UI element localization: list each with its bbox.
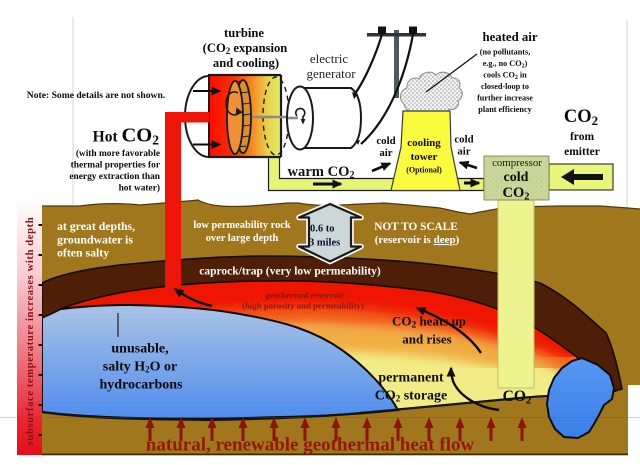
svg-text:0.6 to: 0.6 to <box>310 224 335 235</box>
svg-text:energy extraction than: energy extraction than <box>69 172 160 182</box>
svg-text:thermal properties for: thermal properties for <box>71 161 160 171</box>
svg-text:(high porosity and permeabilit: (high porosity and permeability) <box>242 301 364 311</box>
svg-text:hydrocarbons: hydrocarbons <box>100 378 184 393</box>
svg-text:further increase: further increase <box>477 94 533 103</box>
svg-text:3 miles: 3 miles <box>309 238 340 249</box>
svg-text:heated air: heated air <box>482 30 537 44</box>
svg-text:turbine: turbine <box>224 26 264 40</box>
svg-text:e.g., no CO2): e.g., no CO2) <box>483 59 528 70</box>
svg-text:air: air <box>457 146 470 158</box>
svg-text:geothermal reservoir: geothermal reservoir <box>266 290 345 300</box>
svg-text:cold: cold <box>504 170 529 185</box>
svg-text:(no pollutants,: (no pollutants, <box>480 48 531 57</box>
svg-text:CO2: CO2 <box>564 107 598 128</box>
svg-text:subsurface temperature increas: subsurface temperature increases with de… <box>25 217 36 445</box>
svg-text:from: from <box>570 131 594 143</box>
svg-text:CO2 storage: CO2 storage <box>375 389 448 404</box>
svg-text:CO2: CO2 <box>503 388 532 407</box>
svg-text:CO2: CO2 <box>503 185 530 203</box>
svg-text:cooling: cooling <box>407 137 441 149</box>
svg-text:closed-loop to: closed-loop to <box>481 82 529 91</box>
svg-text:NOT TO SCALE: NOT TO SCALE <box>374 221 458 233</box>
svg-text:electric: electric <box>310 51 348 66</box>
svg-text:over large depth: over large depth <box>206 233 279 244</box>
svg-text:(with more favorable: (with more favorable <box>76 148 160 159</box>
svg-text:permanent: permanent <box>378 371 444 386</box>
svg-text:generator: generator <box>306 66 356 81</box>
svg-text:hot water): hot water) <box>119 183 160 194</box>
svg-text:cold: cold <box>454 134 473 146</box>
svg-text:Note: Some details are not sho: Note: Some details are not shown. <box>27 90 165 101</box>
svg-text:and rises: and rises <box>402 332 451 347</box>
svg-text:Hot CO2: Hot CO2 <box>93 125 160 148</box>
svg-text:often salty: often salty <box>57 246 109 260</box>
svg-text:at great depths,: at great depths, <box>57 219 135 233</box>
svg-text:salty H2O or: salty H2O or <box>103 360 178 375</box>
svg-text:CO2 heats up: CO2 heats up <box>392 314 466 331</box>
svg-text:warm CO2: warm CO2 <box>287 164 354 181</box>
svg-text:caprock/trap (very low permeab: caprock/trap (very low permeability) <box>199 266 381 278</box>
svg-text:plant efficiency: plant efficiency <box>478 105 532 114</box>
svg-text:emitter: emitter <box>564 146 600 158</box>
svg-text:unusable,: unusable, <box>111 342 168 357</box>
svg-text:cools CO2 in: cools CO2 in <box>483 71 527 82</box>
svg-text:cold: cold <box>376 135 395 147</box>
svg-text:(Optional): (Optional) <box>406 166 442 175</box>
svg-text:(reservoir is deep): (reservoir is deep) <box>375 234 460 246</box>
svg-text:tower: tower <box>411 151 438 163</box>
svg-text:natural, renewable geothermal: natural, renewable geothermal heat flow <box>146 435 475 456</box>
svg-text:air: air <box>379 147 392 159</box>
svg-text:groundwater is: groundwater is <box>57 233 133 247</box>
svg-text:low permeability rock: low permeability rock <box>193 220 291 231</box>
svg-text:compressor: compressor <box>492 157 542 169</box>
svg-text:and cooling): and cooling) <box>213 56 279 70</box>
svg-text:(CO2 expansion: (CO2 expansion <box>203 41 288 56</box>
